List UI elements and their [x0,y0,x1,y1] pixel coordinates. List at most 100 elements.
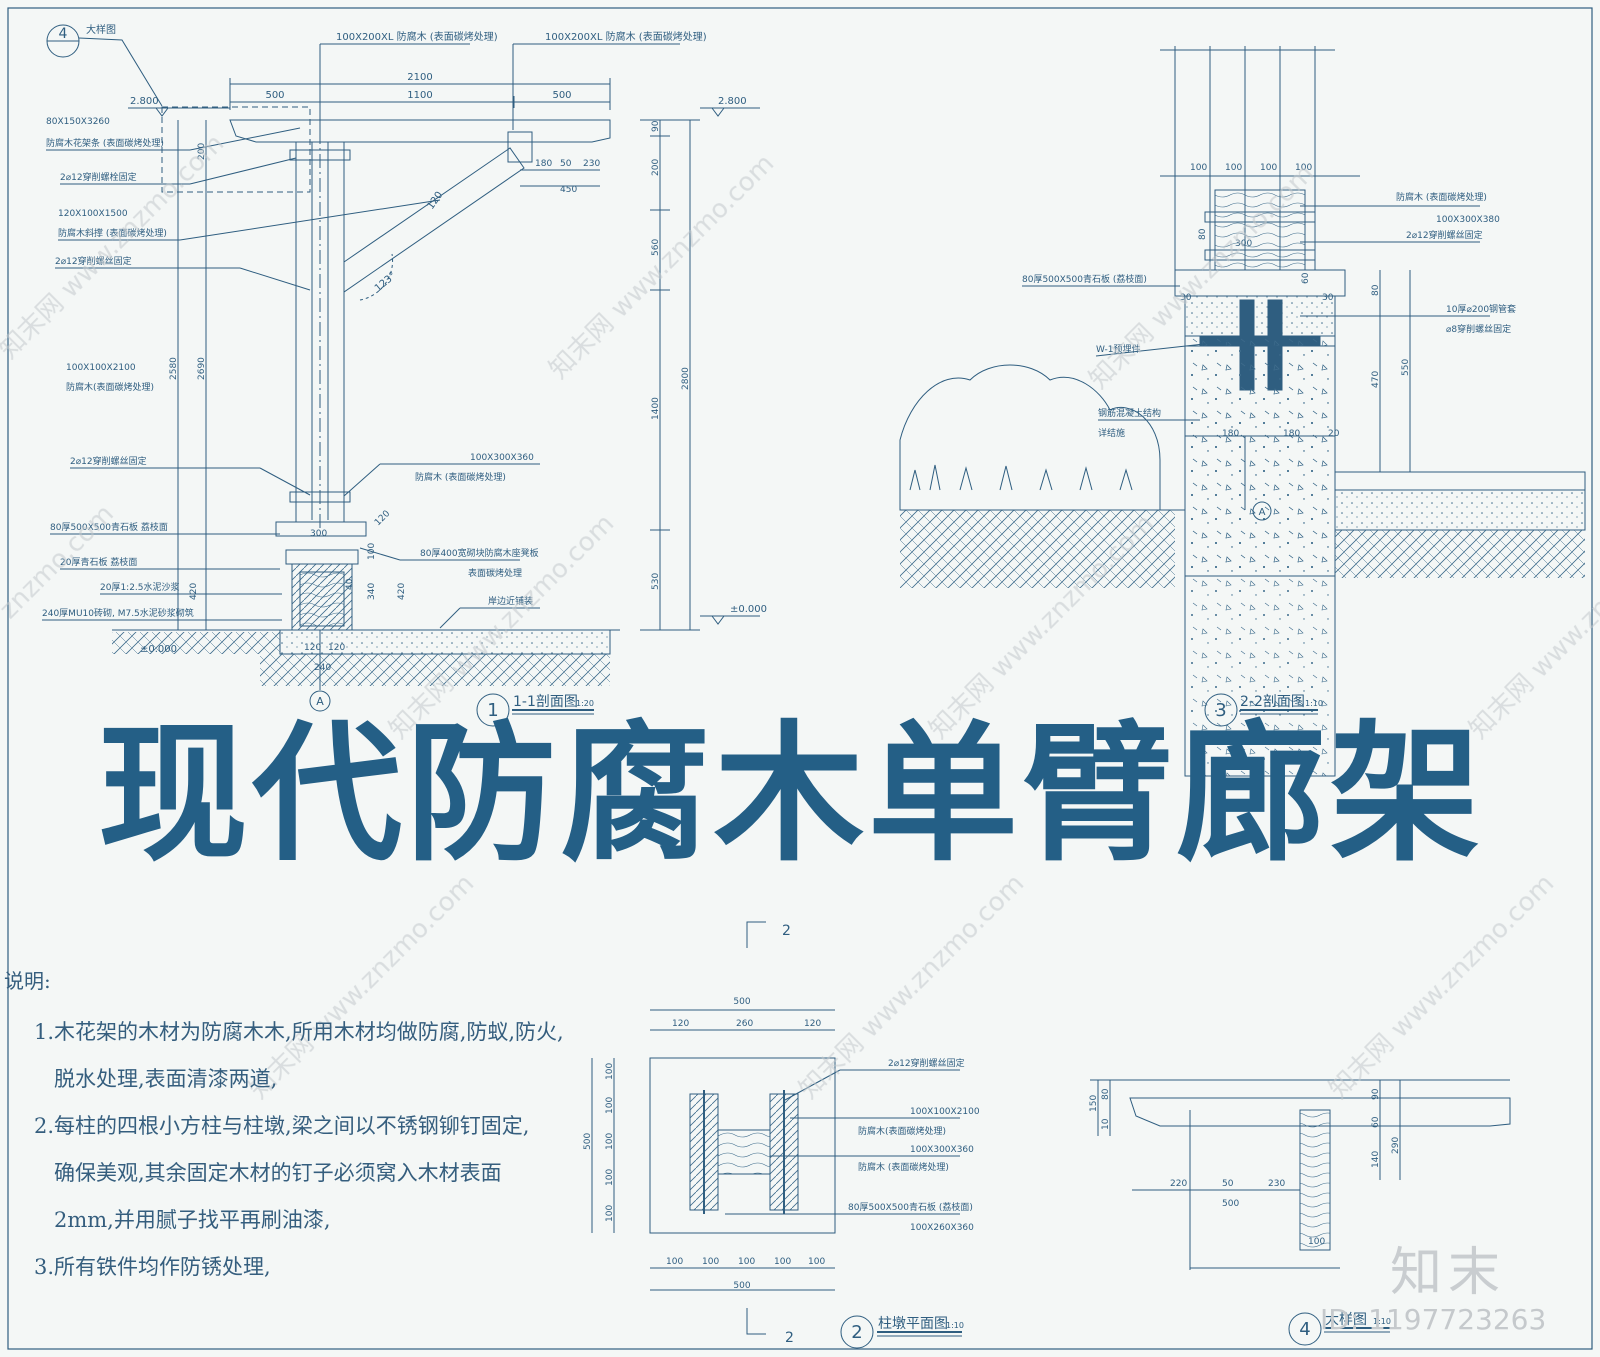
plan-dim-l100c: 100 [605,1133,615,1150]
dim-230: 230 [583,159,600,169]
notes-heading: 说明: [4,969,51,993]
s2-concrete [1184,345,1336,437]
s2-axis-a-label: A [1259,507,1266,518]
dim-2580: 2580 [169,357,179,380]
base-slab [275,521,367,537]
lbl-bolt-3: 2⌀12穿削螺丝固定 [70,455,147,467]
plan-dim-b100d: 100 [774,1257,791,1267]
plan-dim-b100b: 100 [702,1257,719,1267]
dim-500-left: 500 [265,90,284,101]
watermark-text-1: 知末网 www.znzmo.com [0,129,230,365]
watermark-overlay: 知末网 www.znzmo.com 知末网 www.znzmo.com 知末网 … [0,129,1600,1105]
s2-lbl-wood: 防腐木 (表面碳烤处理) [1396,191,1487,203]
sheet-frame [7,7,1593,1350]
lbl-bolt-2: 2⌀12穿削螺丝固定 [55,255,132,267]
note-line-1: 1.木花架的木材为防腐木木,所用木材均做防腐,防蚁,防火, [34,1020,564,1044]
s2-dim-470: 470 [1371,371,1381,388]
dim-2100: 2100 [407,72,432,83]
detail-post [1299,1109,1331,1251]
lbl-post: 防腐木(表面碳烤处理) [66,381,154,393]
plan-lbl-post-size: 100X100X2100 [910,1107,980,1117]
detail-4: 220 50 230 500 100 150 80 10 90 60 140 2… [1089,1079,1511,1346]
plan-section-mark-bottom: 2 [785,1330,794,1346]
detail-dim-90: 90 [1371,1088,1381,1100]
dim-1100: 1100 [407,90,432,101]
detail-dim-230: 230 [1268,1179,1285,1189]
s2-dim-550: 550 [1401,359,1411,376]
dim-120a: 120 [304,643,321,653]
elev-base-left: ±0.000 [140,644,177,655]
watermark-text-9: 知末网 www.znzmo.com [794,869,1030,1105]
detail-dim-50: 50 [1222,1179,1234,1189]
plan-dim-b100a: 100 [666,1257,683,1267]
s2-earth [900,510,1175,588]
plan-dim-l100a: 100 [605,1063,615,1080]
section-2-2: 100 100 100 100 A 180 180 20 300 30 30 [899,46,1586,777]
detail-dim-140: 140 [1371,1151,1381,1168]
s2-lbl-wood-size: 100X300X380 [1436,215,1500,225]
s2-right-slab [1334,471,1586,491]
dim-120b: 120 [328,643,345,653]
plan-lbl-slab: 80厚500X500青石板 (荔枝面) [848,1201,973,1213]
dim-180: 180 [535,159,552,169]
dim-120-cap: 120 [373,509,392,528]
plan-dim-120a: 120 [672,1019,689,1029]
angle-label: 123° [373,270,399,294]
s2-dim-80: 80 [1371,284,1381,296]
s2-dim-100b: 100 [1225,163,1242,173]
view3-circle [1204,693,1238,727]
dim-90: 90 [651,120,661,132]
axis-a-label: A [316,695,324,708]
s2-dim-100c: 100 [1260,163,1277,173]
beam-top-label: 100X200XL 防腐木 (表面碳烤处理) [336,30,498,43]
dim-560: 560 [651,239,661,256]
lbl-slab-2: 20厚青石板 荔枝面 [60,556,137,568]
view4-circle [1288,1312,1322,1346]
s2-dim-100d: 100 [1295,163,1312,173]
diagonal-brace [343,147,525,293]
detail-dim-10: 10 [1101,1118,1111,1130]
view4-scale: 1:10 [1373,1317,1391,1326]
note-line-3: 2.每柱的四根小方柱与柱墩,梁之间以不锈钢铆钉固定, [34,1114,530,1138]
view2-circle [840,1315,874,1349]
plan-dim-l100b: 100 [605,1097,615,1114]
s2-wood-block [1214,189,1306,271]
s2-dim-180a: 180 [1222,429,1239,439]
s2-dim-30b: 30 [1322,293,1334,303]
dim-1400: 1400 [651,397,661,420]
lbl-seat-2: 表面碳烤处理 [468,567,522,579]
s2-lbl-bolt: 2⌀12穿削螺丝固定 [1406,229,1483,241]
plan-lbl-cap: 防腐木 (表面碳烤处理) [858,1161,949,1173]
watermark-id: ID: 1197723263 [1320,1303,1547,1336]
detail-dim-150: 150 [1089,1095,1099,1112]
dim-420-v: 420 [397,583,407,600]
view3-number: 3 [1215,700,1226,721]
plan-lbl-bolt: 2⌀12穿削螺丝固定 [888,1057,965,1069]
lbl-mortar: 20厚1:2.5水泥沙浆 [100,581,180,593]
plan-dim-b100c: 100 [738,1257,755,1267]
view1-circle [476,693,510,727]
lbl-brace: 防腐木斜撑 (表面碳烤处理) [58,227,167,239]
plan-dim-500-top: 500 [733,997,750,1007]
detail-ref-num: 4 [59,26,68,42]
detail-dim-80: 80 [1101,1088,1111,1100]
s2-dim-100a: 100 [1190,163,1207,173]
elev-base-right: ±0.000 [730,604,767,615]
view3-title: 2-2剖面图 [1240,694,1305,710]
plan-dim-l100d: 100 [605,1169,615,1186]
plan-slab [649,1057,836,1234]
detail-beam [1129,1097,1511,1127]
dim-2690: 2690 [197,357,207,380]
view2-number: 2 [851,1322,862,1343]
lbl-slab-1: 80厚500X500青石板 荔枝面 [50,521,168,533]
plan-lbl-post: 防腐木(表面碳烤处理) [858,1125,946,1137]
note-line-5: 2mm,并用腻子找平再刷油漆, [54,1208,331,1232]
plan-dim-120b: 120 [804,1019,821,1029]
dim-200-left: 200 [197,143,207,160]
detail-dim-100: 100 [1308,1237,1325,1247]
plan-lbl-cap-size: 100X300X360 [910,1145,974,1155]
dim-500-right: 500 [552,90,571,101]
lbl-bolt-1: 2⌀12穿削螺栓固定 [60,171,137,183]
dim-240: 240 [314,663,331,673]
